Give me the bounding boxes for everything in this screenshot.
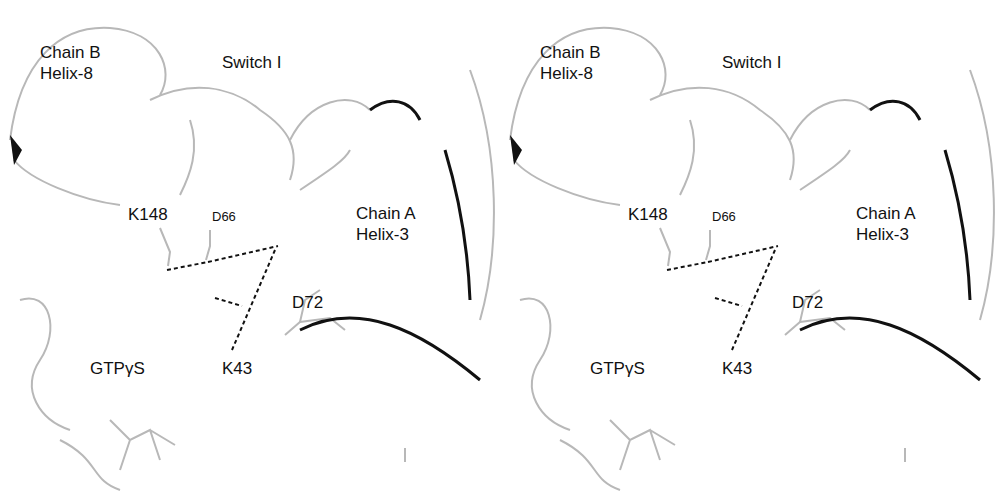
residue-label: D72 [792, 292, 823, 313]
chain-label: Chain B Helix-8 [540, 42, 622, 84]
ligand-label: GTPγS [90, 358, 145, 379]
residue-label: K148 [628, 204, 668, 225]
chain-label: Chain B Helix-8 [40, 42, 122, 84]
residue-label: K148 [128, 204, 168, 225]
right-stereo-panel [510, 28, 994, 490]
ligand-label: GTPγS [590, 358, 645, 379]
residue-label: K43 [722, 358, 752, 379]
region-label: Switch I [722, 52, 782, 73]
residue-label: D72 [292, 292, 323, 313]
left-stereo-panel [10, 28, 494, 490]
chain-label: Chain A Helix-3 [356, 203, 438, 245]
region-label: Switch I [222, 52, 282, 73]
residue-label: D66 [712, 208, 736, 225]
residue-label: D66 [212, 208, 236, 225]
chain-label: Chain A Helix-3 [856, 203, 938, 245]
residue-label: K43 [222, 358, 252, 379]
